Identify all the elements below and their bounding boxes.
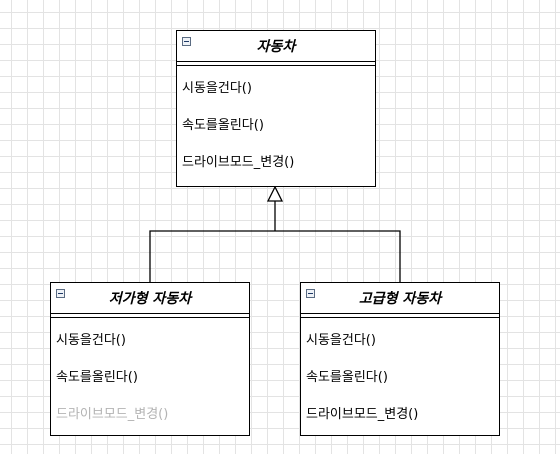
- collapse-icon[interactable]: [56, 289, 65, 298]
- class-name: 고급형 자동차: [358, 291, 442, 307]
- class-budget-car[interactable]: 저가형 자동차 시동을건다() 속도를올린다() 드라이브모드_변경(): [50, 282, 250, 436]
- connector-budget-car: [149, 230, 275, 282]
- collapse-icon[interactable]: [306, 289, 315, 298]
- method-change-drive-mode: 드라이브모드_변경(): [306, 407, 419, 422]
- class-premium-car-header: 고급형 자동차: [301, 283, 499, 318]
- method-accelerate: 속도를올린다(): [56, 370, 138, 385]
- class-budget-car-header: 저가형 자동차: [51, 283, 249, 318]
- method-start-engine: 시동을건다(): [182, 81, 252, 96]
- class-premium-car[interactable]: 고급형 자동차 시동을건다() 속도를올린다() 드라이브모드_변경(): [300, 282, 500, 436]
- method-list: 시동을건다() 속도를올린다() 드라이브모드_변경(): [301, 314, 499, 433]
- method-list: 시동을건다() 속도를올린다() 드라이브모드_변경(): [51, 314, 249, 433]
- generalization-arrowhead: [266, 185, 284, 202]
- method-accelerate: 속도를올린다(): [182, 118, 264, 133]
- collapse-icon[interactable]: [182, 37, 191, 46]
- class-name: 자동차: [256, 39, 296, 55]
- method-list: 시동을건다() 속도를올린다() 드라이브모드_변경(): [177, 62, 375, 181]
- method-change-drive-mode: 드라이브모드_변경(): [182, 155, 295, 170]
- method-change-drive-mode-disabled: 드라이브모드_변경(): [56, 407, 169, 422]
- class-car[interactable]: 자동차 시동을건다() 속도를올린다() 드라이브모드_변경(): [176, 30, 376, 187]
- method-start-engine: 시동을건다(): [306, 333, 376, 348]
- method-start-engine: 시동을건다(): [56, 333, 126, 348]
- connector-premium-car: [275, 230, 401, 282]
- method-accelerate: 속도를올린다(): [306, 370, 388, 385]
- class-name: 저가형 자동차: [108, 291, 192, 307]
- class-car-header: 자동차: [177, 31, 375, 66]
